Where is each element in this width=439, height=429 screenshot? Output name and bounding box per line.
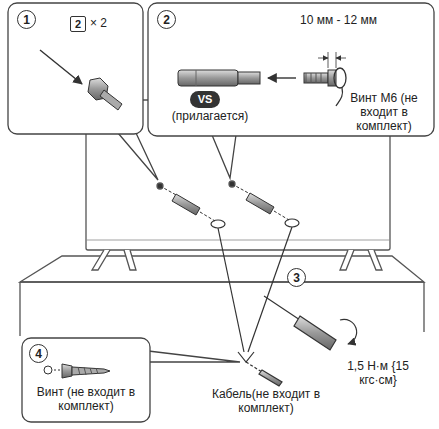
- callout-number: 4: [29, 344, 48, 363]
- node-text: 4: [35, 348, 42, 360]
- vs-bolt: [178, 70, 296, 86]
- part-badge: VS: [190, 91, 220, 108]
- table: [20, 256, 424, 336]
- part-label: Винт (не входит в комплект): [28, 386, 144, 414]
- m6-screw: [304, 52, 346, 106]
- part-note: (прилагается): [160, 110, 260, 124]
- callout-panel: [148, 3, 434, 178]
- callout-number: 1: [17, 10, 36, 29]
- callout-panel: [22, 338, 240, 422]
- node-text: 2: [75, 19, 81, 30]
- dimension: 10 мм - 12 мм: [300, 14, 377, 28]
- vs-bolt: [160, 184, 289, 221]
- node-text: 2: [163, 14, 170, 26]
- screw: [44, 364, 110, 378]
- part-label: Винт M6 (не входит в комплект): [338, 92, 430, 133]
- quantity: × 2: [90, 17, 107, 31]
- torque-value: 1,5 Н·м {15 кгс·см}: [338, 360, 418, 388]
- node-text: VS: [198, 94, 213, 105]
- callout-number: 3: [287, 268, 306, 287]
- callout-panel: [8, 3, 158, 180]
- node-text: 1: [23, 14, 30, 26]
- callout-number: 2: [157, 10, 176, 29]
- node-text: 3: [293, 272, 300, 284]
- screwdriver: [264, 296, 357, 350]
- screw: [40, 50, 122, 110]
- part-label: Кабель(не входит в комплект): [200, 388, 332, 416]
- quantity-tag: 2: [70, 16, 86, 32]
